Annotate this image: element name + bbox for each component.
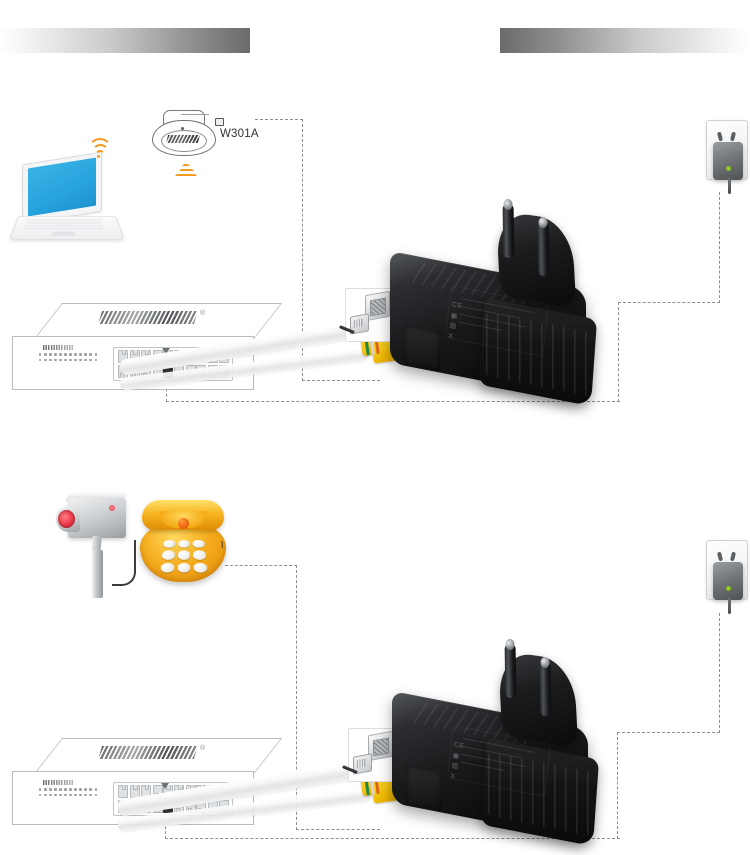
phone-key[interactable] [177,539,191,548]
cert-ce: CE [453,741,465,751]
dash-outlet-left [617,732,720,733]
phone-key[interactable] [193,562,208,573]
poe-plug-pin-2 [537,221,550,277]
outlet-hole [716,131,724,142]
jack-socket-icon [373,737,389,757]
poe-power-injector: CE ▣ ▥ X POE ADAPTER [390,203,610,480]
laptop-trackpad [52,231,76,236]
switch-brand-logo [98,311,198,324]
switch-port-marker [161,783,169,789]
cert-ce: CE [451,301,463,311]
outlet-cord [728,178,731,194]
switch-port-marker [162,348,170,354]
phone-key[interactable] [160,562,175,573]
camera-stand-pole [92,550,103,598]
diagram-camera-phone: ⌇ ® [0,470,750,855]
wifi-fan-icon [175,164,199,182]
phone-key[interactable] [192,539,206,548]
dash-down-to-injector [296,829,380,830]
switch-led-legend [43,345,73,350]
dash-down-to-injector [302,380,380,381]
dash-right-down [296,565,297,830]
cert-rohs: ▣ [450,311,458,320]
switch-brand-logo [98,746,198,759]
poe-plug-pin-1 [502,203,515,259]
dash-lower-loop [165,838,620,839]
dash-outlet-left-down [618,302,619,402]
poe-plug-pin-2 [539,661,552,717]
ap-led-icon [181,127,184,130]
ip-telephone: ⌇ [140,498,236,592]
outlet-plug-body [713,142,743,180]
jack-socket-icon [370,297,386,317]
dash-devices-to-right [225,565,297,566]
ap-brand-logo [166,135,200,143]
laptop-lid [22,151,102,225]
ap-model-label: W301A [220,128,259,140]
switch-led-legend [43,780,73,785]
outlet-status-led-icon [726,586,731,591]
phone-key[interactable] [177,550,191,560]
laptop-keyboard [24,219,104,231]
phone-key[interactable] [193,550,207,560]
wall-power-outlet [706,120,750,200]
dash-outlet-down [719,613,720,733]
phone-cord-icon: ⌇ [220,540,225,550]
dash-outlet-left-down [617,732,618,839]
phone-key[interactable] [161,550,175,560]
switch-trademark: ® [200,745,206,752]
cert-weee: ▥ [451,761,459,771]
poe-rj45-socket [404,324,440,372]
switch-trademark: ® [200,310,206,317]
ap-port-icon [215,118,224,126]
dash-lower-loop [166,401,620,402]
laptop-base [8,216,126,241]
switch-led-panel [39,353,97,369]
poe-plug-pin-1 [504,643,517,699]
poe-power-injector: CE ▣ ▥ X POE ADAPTER [392,643,612,855]
ceiling-access-point: W301A [152,110,282,170]
outlet-plug-body [713,562,743,600]
outlet-hole [729,551,737,562]
camera-cable [112,540,136,586]
phone-keypad[interactable] [160,539,208,573]
cert-rohs: ▣ [452,751,460,760]
outlet-status-led-icon [726,166,731,171]
phone-key[interactable] [162,539,176,548]
laptop [8,138,126,248]
wifi-waves-icon [86,134,112,162]
cert-weee: ▥ [449,321,457,331]
left-gradient-bar [0,28,250,53]
right-gradient-bar [500,28,750,53]
outlet-cord [728,598,731,614]
phone-key[interactable] [177,562,191,573]
dash-right-down [302,119,303,381]
outlet-hole [716,551,724,562]
diagram-wifi: W301A ® [0,60,750,460]
dash-ap-to-right [255,119,303,120]
switch-port[interactable] [118,785,128,799]
dash-outlet-down [719,192,720,303]
outlet-hole [729,131,737,142]
switch-led-panel [39,788,97,804]
camera-led-icon [109,505,115,511]
phone-center-knob [178,518,189,529]
dash-outlet-left [618,302,720,303]
poe-rj45-socket [406,764,442,812]
ip-camera [56,492,146,602]
laptop-screen [28,157,96,217]
wall-power-outlet [706,540,750,620]
camera-lens-icon [58,510,75,528]
